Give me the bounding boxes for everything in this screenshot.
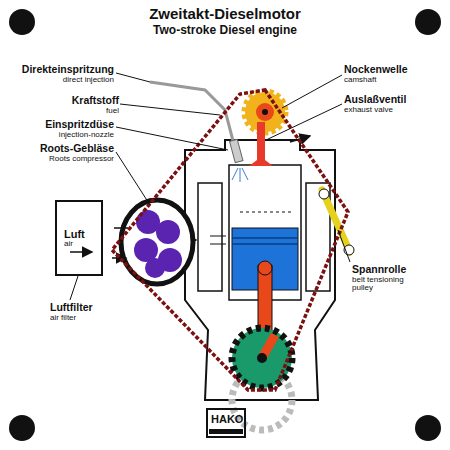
leader-line <box>116 73 150 82</box>
corner-dot <box>9 415 35 441</box>
part-label: Einspritzdüse <box>45 119 114 130</box>
roots-compressor <box>121 200 193 284</box>
cam-gear <box>262 109 268 115</box>
part-label: direct injection <box>63 76 114 84</box>
part-label: Roots compressor <box>49 155 114 163</box>
logo-stripe <box>209 429 243 434</box>
engine-block <box>185 140 335 400</box>
leader-line <box>282 75 342 108</box>
part-label: Roots-Gebläse <box>40 143 114 154</box>
piston <box>232 238 298 244</box>
leader-line <box>116 127 228 150</box>
part-label: Kraftstoff <box>72 95 119 106</box>
part-label: air filter <box>50 314 76 322</box>
leader-line <box>338 230 350 262</box>
roots-compressor <box>145 258 165 278</box>
engine-block <box>185 140 335 400</box>
corner-dot <box>415 415 441 441</box>
injector <box>232 168 248 182</box>
crank-gear <box>232 328 292 388</box>
crank-gear <box>238 334 286 382</box>
corner-dot <box>9 9 441 441</box>
diagram-title: Zweitakt-Dieselmotor <box>0 5 450 22</box>
logo-stripe <box>209 429 243 434</box>
part-label: fuel <box>106 107 119 115</box>
leader-line <box>70 276 78 300</box>
leader-line <box>116 152 150 205</box>
roots-compressor <box>112 200 193 284</box>
node-text: HAKO <box>211 413 242 425</box>
node-text: Luft <box>64 228 99 240</box>
exhaust-valve <box>249 122 310 166</box>
crank-gear <box>257 353 267 363</box>
leader-line <box>120 104 220 115</box>
connecting-rod <box>258 261 272 275</box>
drive-chain <box>112 90 348 390</box>
exhaust-valve <box>257 122 265 164</box>
air-arrow <box>70 251 92 253</box>
part-label: camshaft <box>344 76 376 84</box>
drive-chain <box>112 90 348 390</box>
part-label: Direkteinspritzung <box>22 64 114 75</box>
corner-dot <box>415 9 441 35</box>
crank-gear <box>232 328 292 388</box>
piston <box>240 212 292 213</box>
engine-block <box>198 183 222 291</box>
leader-line <box>70 73 350 300</box>
intake-arrow <box>210 236 226 244</box>
part-label: Spannrolle <box>352 264 406 275</box>
node-text: air <box>64 240 99 249</box>
exhaust-valve <box>249 160 273 166</box>
tension-pulley <box>319 189 329 199</box>
part-label: exhaust valve <box>344 106 393 114</box>
corner-dot <box>9 9 35 35</box>
injector <box>150 82 248 182</box>
injector <box>230 139 243 162</box>
part-label: Nockenwelle <box>344 64 408 75</box>
part-label: Auslaßventil <box>344 94 406 105</box>
cam-gear <box>256 103 274 121</box>
part-label: Luftfilter <box>50 302 93 313</box>
leader-line <box>266 104 342 140</box>
roots-compressor <box>156 220 180 244</box>
part-label: injection-nozzle <box>59 131 114 139</box>
logo-box: HAKO <box>206 408 246 438</box>
part-label: belt tensioning pulley <box>352 276 420 293</box>
air-inlet-box: Luftair <box>55 200 103 276</box>
subtitle: Two-stroke Diesel engine <box>0 24 450 37</box>
tension-pulley <box>319 189 354 255</box>
air-arrow <box>70 252 92 253</box>
